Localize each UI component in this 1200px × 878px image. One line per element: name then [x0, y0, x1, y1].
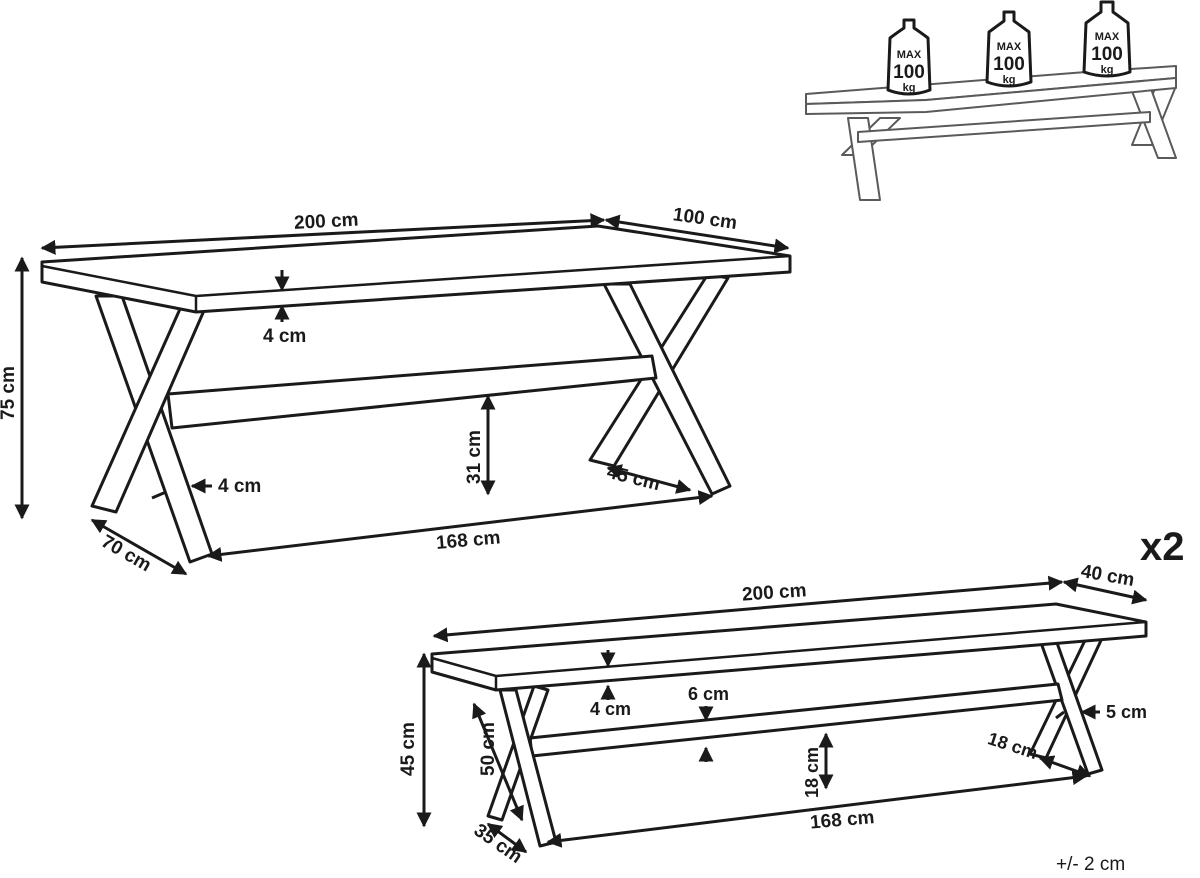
- bench-leg-length-label: 50 cm: [478, 722, 499, 776]
- table-stretcher: [166, 354, 658, 430]
- weight-2: MAX 100 kg: [985, 10, 1033, 88]
- table-top: [40, 224, 792, 314]
- table-leg-span-arrow: [206, 490, 714, 562]
- table-length-arrow: [40, 213, 606, 255]
- bench-dimensions: x2 200 cm 40 cm 45 cm 4 cm 6 cm 5 cm 18 …: [398, 525, 1185, 868]
- bench-leg-span-label: 168 cm: [809, 807, 875, 834]
- weight-2-label-value: 100: [993, 54, 1025, 75]
- bench-top-thickness-label: 4 cm: [590, 699, 631, 719]
- weight-3-label-max: MAX: [1095, 31, 1120, 43]
- bench-foot-back-arrow: [1038, 755, 1092, 779]
- bench-leg-length-arrow: [472, 702, 524, 822]
- bench-stretcher: [528, 682, 1064, 758]
- bench-stretcher-height-label: 18 cm: [802, 747, 822, 798]
- weight-1-label-value: 100: [893, 62, 925, 83]
- load-bench-sketch: [805, 65, 1177, 201]
- bench-foot-front-label: 35 cm: [470, 820, 526, 868]
- weight-1: MAX 100 kg: [886, 18, 932, 96]
- table-height-label: 75 cm: [0, 366, 19, 420]
- table-stretcher-height-label: 31 cm: [464, 430, 485, 484]
- bench-foot-back-label: 18 cm: [985, 728, 1040, 763]
- weight-2-label-max: MAX: [997, 41, 1022, 53]
- bench-leg-thickness-label: 5 cm: [1106, 702, 1147, 722]
- weight-3-label-value: 100: [1091, 44, 1123, 65]
- bench-drawing: [430, 602, 1148, 848]
- bench-height-label: 45 cm: [398, 722, 419, 776]
- table-top-thickness-label: 4 cm: [263, 326, 306, 347]
- table-leg-thickness-label: 4 cm: [218, 476, 261, 497]
- table-length-label: 200 cm: [294, 210, 359, 234]
- bench-quantity-label: x2: [1140, 525, 1185, 569]
- bench-stretcher-width-label: 6 cm: [688, 684, 729, 704]
- weight-2-label-unit: kg: [1003, 74, 1016, 86]
- table-width-arrow: [604, 214, 790, 254]
- table-foot-back-label: 45 cm: [605, 462, 662, 495]
- weight-1-label-unit: kg: [903, 82, 916, 94]
- weight-3-label-unit: kg: [1101, 64, 1114, 76]
- bench-width-arrow: [1062, 577, 1148, 605]
- weight-1-label-max: MAX: [897, 49, 922, 61]
- table-foot-front-arrow: [90, 518, 188, 576]
- bench-top: [430, 602, 1148, 692]
- bench-length-label: 200 cm: [741, 580, 807, 605]
- table-leg-front-a: [94, 294, 214, 564]
- tolerance-note: +/- 2 cm: [1056, 854, 1125, 875]
- load-illustration: MAX 100 kg MAX 100 kg MAX 100 kg: [805, 0, 1177, 201]
- weight-3: MAX 100 kg: [1082, 0, 1132, 78]
- table-foot-back-arrow: [606, 464, 692, 494]
- table-width-label: 100 cm: [672, 204, 739, 234]
- bench-foot-front-arrow: [486, 822, 528, 854]
- table-drawing: [40, 224, 792, 564]
- bench-leg-span-arrow: [546, 770, 1088, 848]
- bench-length-arrow: [432, 575, 1064, 643]
- table-leg-span-label: 168 cm: [435, 527, 501, 554]
